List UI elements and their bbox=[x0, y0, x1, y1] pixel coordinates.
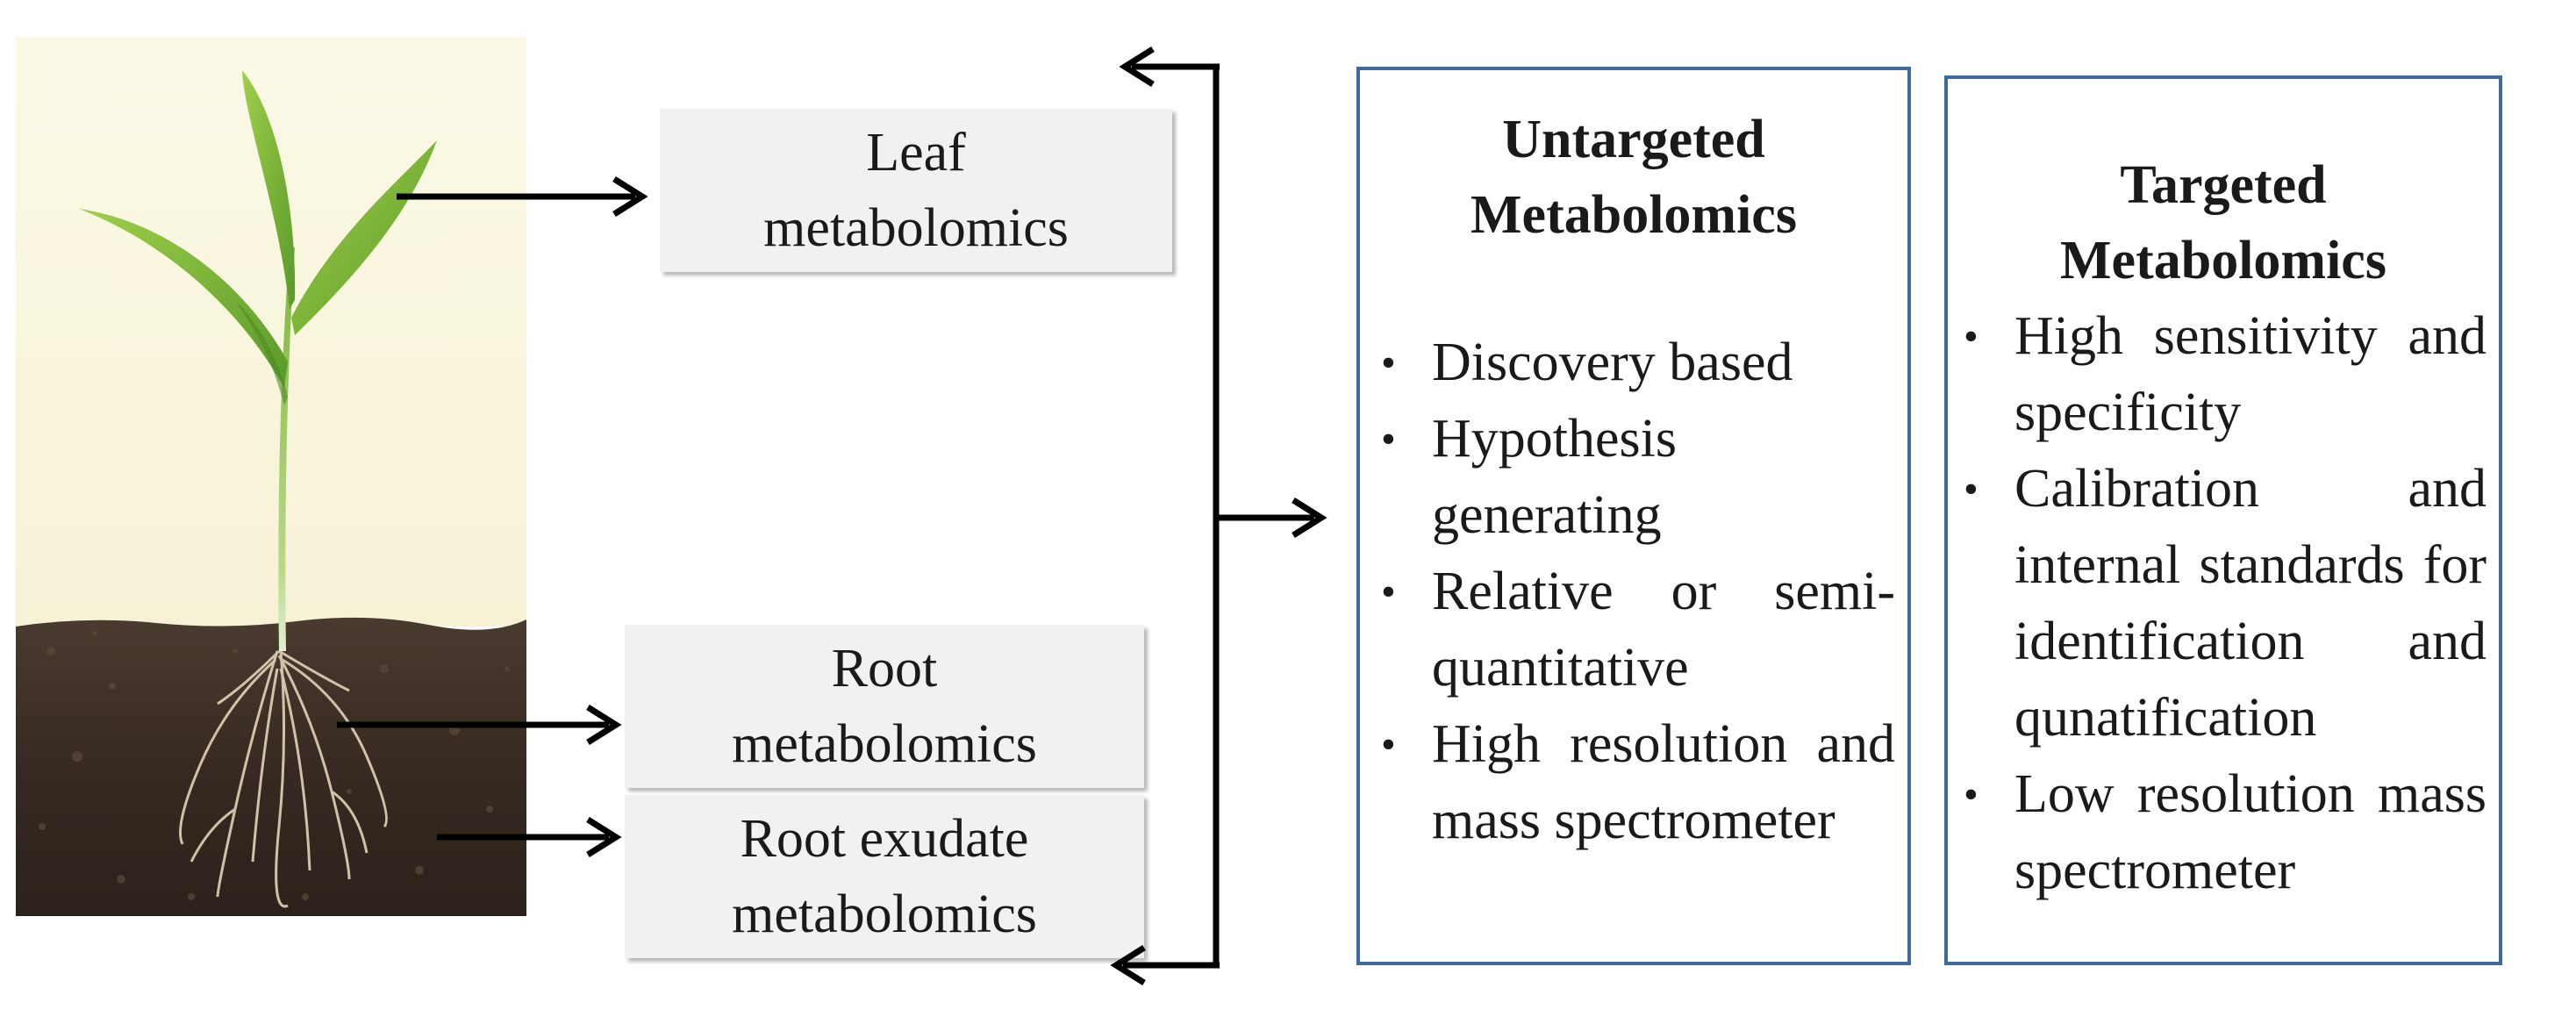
targeted-title-line2: Metabolomics bbox=[2060, 231, 2386, 290]
plant-image bbox=[16, 37, 526, 916]
untargeted-list: •Discovery based •Hypothesis generating … bbox=[1377, 325, 1895, 859]
bracket-bottom-arrow-head bbox=[1110, 945, 1146, 985]
root-exudate-metabolomics-box: Root exudate metabolomics bbox=[625, 795, 1144, 958]
targeted-title: Targeted Metabolomics bbox=[1948, 147, 2499, 298]
exudate-box-line1: Root exudate bbox=[740, 809, 1029, 869]
exudate-arrow-head bbox=[586, 817, 622, 857]
untargeted-metabolomics-panel: Untargeted Metabolomics •Discovery based… bbox=[1356, 67, 1911, 965]
leaf-metabolomics-box: Leaf metabolomics bbox=[660, 109, 1172, 272]
root-box-line1: Root bbox=[831, 639, 938, 698]
untargeted-title-line2: Metabolomics bbox=[1470, 185, 1797, 245]
leaf-top bbox=[242, 70, 296, 309]
root-box-line2: metabolomics bbox=[732, 714, 1037, 774]
soil-texture bbox=[39, 631, 510, 900]
untargeted-title: Untargeted Metabolomics bbox=[1360, 102, 1907, 253]
leaf-box-line2: metabolomics bbox=[763, 198, 1069, 258]
targeted-item: •Low resolution mass spectrometer bbox=[1964, 764, 2487, 900]
bracket-top-arrow-head bbox=[1119, 47, 1155, 87]
targeted-list: •High sensitivity and specificity •Calib… bbox=[1960, 298, 2487, 909]
targeted-item: •Calibration and internal standards for … bbox=[1964, 459, 2487, 748]
exudate-box-line2: metabolomics bbox=[732, 885, 1037, 944]
root-metabolomics-box: Root metabolomics bbox=[625, 625, 1144, 788]
leaf-arrow-head bbox=[612, 176, 648, 217]
leaf-box-line1: Leaf bbox=[866, 123, 966, 183]
untargeted-title-line1: Untargeted bbox=[1502, 110, 1765, 169]
untargeted-item: •High resolution and mass spectrometer bbox=[1381, 714, 1895, 850]
leaf-right bbox=[291, 140, 437, 335]
leaf-shadow bbox=[235, 300, 288, 405]
bracket-middle-arrow-head bbox=[1292, 498, 1327, 538]
targeted-title-line1: Targeted bbox=[2120, 155, 2327, 215]
plant-stem bbox=[278, 247, 295, 651]
root-arrow-head bbox=[586, 705, 622, 745]
roots bbox=[179, 649, 388, 908]
soil bbox=[16, 617, 526, 916]
untargeted-item: •Hypothesis generating bbox=[1381, 409, 1677, 545]
targeted-metabolomics-panel: Targeted Metabolomics •High sensitivity … bbox=[1944, 75, 2502, 965]
targeted-item: •High sensitivity and specificity bbox=[1964, 306, 2487, 442]
untargeted-item: •Relative or semi-quantitative bbox=[1381, 562, 1895, 698]
untargeted-item: •Discovery based bbox=[1381, 333, 1793, 392]
